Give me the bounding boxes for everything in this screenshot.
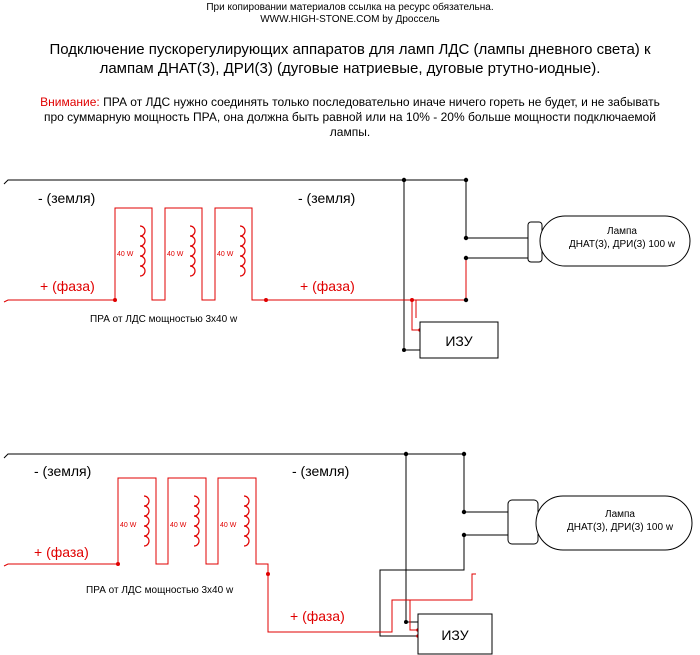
lamp-socket-2 [507,499,539,545]
igniter-label-1: ИЗУ [445,333,472,349]
coil-label-1-2: 40 W [167,251,184,258]
igniter-2: ИЗУ [417,613,493,655]
ballast-caption-1: ПРА от ЛДС мощностью 3х40 w [90,314,238,325]
coils-2 [143,495,250,547]
lamp-label-2: Лампа [605,509,635,520]
warning-text: ПРА от ЛДС нужно соединять только послед… [43,95,660,139]
ground-left-label-2: - (земля) [34,463,91,479]
igniter-phase-wire-2 [392,599,418,631]
ballast-caption-2: ПРА от ЛДС мощностью 3х40 w [86,585,234,596]
phase-left-label-1: + (фаза) [40,278,95,294]
ballast-chain-1 [114,207,467,301]
lamp-return-wire-2 [379,535,465,637]
lamp-bulb-1 [539,215,691,267]
igniter-1: ИЗУ [419,321,499,359]
igniter-box-1 [419,321,499,359]
igniter-ground-wire-2 [405,454,418,623]
coil-label-1-3: 40 W [217,251,234,258]
ground-right-label-1: - (земля) [298,190,355,206]
coil-label-2-2: 40 W [170,522,187,529]
ground-left-label-1: - (земля) [38,190,95,206]
phase-right-label-2: + (фаза) [290,608,345,624]
igniter-box-2 [417,613,493,655]
lamp-2: Лампа ДНАТ(3), ДРИ(3) 100 w [507,495,693,551]
phase-input-wire-1 [3,299,115,303]
lamp-label-1: Лампа [607,226,637,237]
ground-wire-1 [3,179,530,239]
coil-2-3 [243,495,250,547]
lamp-spec-1: ДНАТ(3), ДРИ(3) 100 w [569,239,676,250]
ground-right-label-2: - (земля) [292,463,349,479]
diagram-2: Лампа ДНАТ(3), ДРИ(3) 100 w ИЗУ - (земля… [3,451,693,655]
coil-1-1 [139,225,146,277]
phase-input-wire-2 [3,563,118,567]
copyright-notice: При копировании материалов ссылка на рес… [206,2,494,13]
warning-note: Внимание: ПРА от ЛДС нужно соединять тол… [0,95,700,140]
coil-label-1-1: 40 W [117,251,134,258]
source-credit: WWW.HIGH-STONE.COM by Дроссель [260,14,440,25]
coil-label-2-1: 40 W [120,522,137,529]
coils-1 [139,225,246,277]
lamp-bulb-2 [535,495,693,551]
coil-label-2-3: 40 W [220,522,237,529]
coil-2-2 [193,495,200,547]
phase-wires-2 [3,477,476,633]
page-title: Подключение пускорегулирующих аппаратов … [49,41,651,77]
lamp-1: Лампа ДНАТ(3), ДРИ(3) 100 w [527,215,691,267]
igniter-phase-wire-1 [411,300,420,331]
igniter-label-2: ИЗУ [441,627,468,643]
coil-1-3 [239,225,246,277]
phase-left-label-2: + (фаза) [34,544,89,560]
lamp-spec-2: ДНАТ(3), ДРИ(3) 100 w [567,522,674,533]
coil-1-2 [189,225,196,277]
warning-label: Внимание: [40,95,100,109]
coil-2-1 [143,495,150,547]
phase-right-label-1: + (фаза) [300,278,355,294]
phase-wires-1 [3,207,467,331]
diagram-1: Лампа ДНАТ(3), ДРИ(3) 100 w ИЗУ - (земля… [3,177,691,359]
junctions-1 [401,177,469,352]
junctions-2 [403,451,467,624]
